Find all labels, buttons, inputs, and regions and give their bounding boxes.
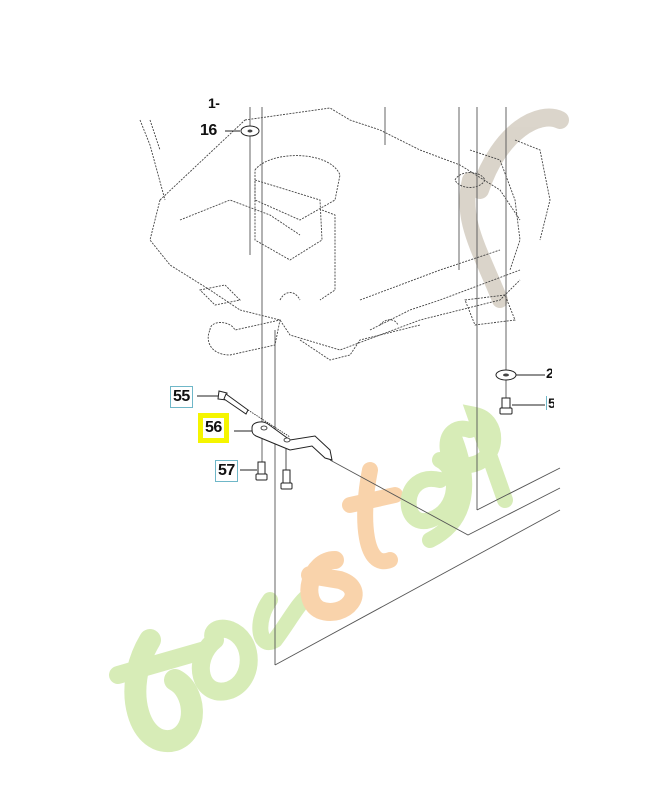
chassis-frame (139, 107, 551, 361)
callout-16[interactable]: 16 (200, 123, 217, 139)
washer-16 (225, 125, 260, 137)
callout-55[interactable]: 55 (170, 386, 193, 408)
callout-top-cropped: 1- (208, 95, 220, 111)
callout-56-highlighted[interactable]: 56 (198, 413, 229, 443)
callout-16-label: 16 (200, 122, 217, 139)
callout-right-2-cropped: 2 (546, 366, 552, 380)
callout-right-5-cropped: 5 (546, 396, 554, 410)
callout-56-label: 56 (203, 418, 224, 438)
callout-55-label: 55 (173, 388, 190, 405)
bolt-right (499, 397, 545, 415)
bracket-56 (234, 421, 333, 461)
bolt-57 (240, 448, 293, 490)
bolt-55 (197, 390, 291, 438)
washer-right (495, 369, 545, 381)
assembly-lines (249, 107, 561, 666)
callout-57[interactable]: 57 (215, 460, 238, 482)
callout-57-label: 57 (218, 462, 235, 479)
watermark (109, 108, 569, 752)
